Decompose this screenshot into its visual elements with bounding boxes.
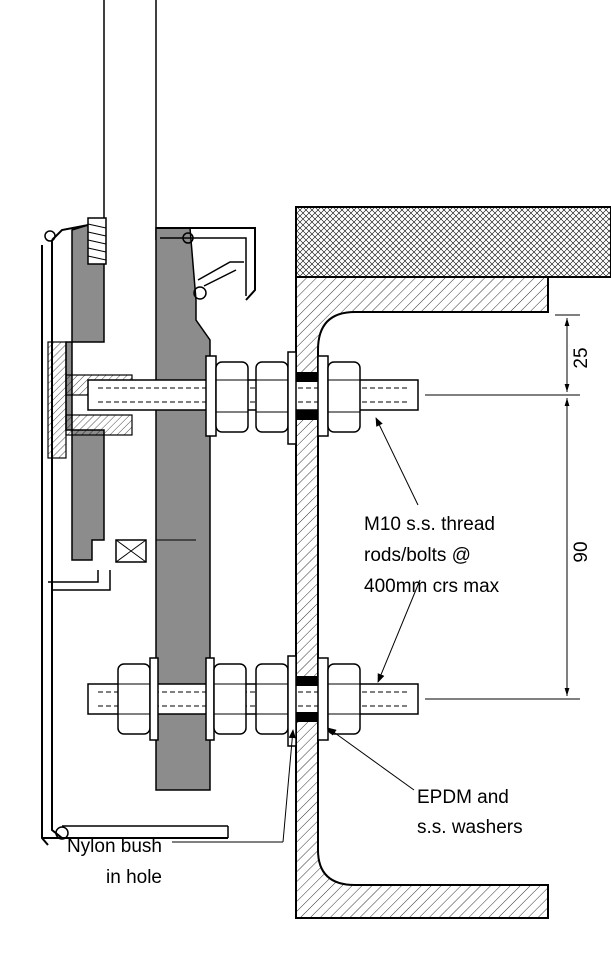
lower-bolt-assembly (87, 655, 419, 747)
steel-channel (295, 276, 549, 919)
fixing-screw (87, 217, 107, 265)
grey-fixing-block-right (155, 227, 211, 791)
dimension-lines (425, 314, 580, 700)
bush-label-line2: in hole (106, 867, 162, 888)
aluminium-channel-profile (41, 221, 256, 846)
dimension-spacing: 90 (571, 541, 592, 562)
concrete-slab (295, 206, 611, 278)
bush-label-line1: Nylon bush (67, 836, 162, 857)
rod-label-line2: rods/bolts @ (364, 545, 471, 566)
glass-panel (103, 0, 157, 240)
rod-label-line1: M10 s.s. thread (364, 514, 495, 535)
washer-label-line1: EPDM and (417, 787, 509, 808)
washer-label-line2: s.s. washers (417, 817, 523, 838)
upper-bolt-assembly (47, 341, 419, 459)
nylon-spacer-block (115, 539, 147, 563)
leader-lines (172, 417, 421, 843)
dimension-top: 25 (571, 347, 592, 368)
rod-label-line3: 400mm crs max (364, 576, 500, 597)
